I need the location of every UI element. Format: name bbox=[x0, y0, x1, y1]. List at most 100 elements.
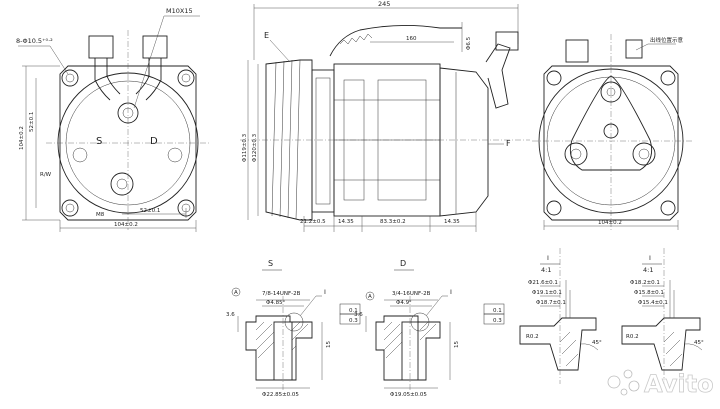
section-s-dim-side: 15 bbox=[326, 341, 332, 348]
rear-view: 104±0.2 出线位置示意 bbox=[532, 34, 692, 230]
side-view: 245 E F Φ119±0.3 Φ120±0.3 21.2±0.5 14.35… bbox=[240, 0, 530, 232]
section-s-depth: 3.6 bbox=[226, 312, 235, 318]
leader-e bbox=[269, 39, 291, 63]
cable-shield bbox=[339, 33, 373, 45]
rear-fitting bbox=[485, 43, 511, 109]
rear-housing bbox=[439, 67, 489, 217]
watermark-dot bbox=[607, 375, 621, 389]
small-note: R/W bbox=[40, 172, 52, 178]
section-s-thread: 7/8-14UNF-2B bbox=[262, 291, 301, 297]
watermark-dot bbox=[628, 380, 640, 392]
detail-2-hatch bbox=[663, 331, 683, 367]
callout-leader bbox=[299, 295, 322, 317]
section-s-dim-top: Φ4.85⁰ bbox=[266, 299, 286, 306]
section-s-title: S bbox=[268, 259, 273, 268]
detail-1-d2: Φ19.1±0.1 bbox=[532, 290, 562, 296]
section-d-datum: A bbox=[368, 294, 372, 300]
ear-hole bbox=[660, 200, 676, 216]
port-d-label: D bbox=[150, 136, 158, 147]
fitting-neck bbox=[135, 58, 162, 101]
section-d-body bbox=[375, 315, 441, 381]
tolerance-frame bbox=[339, 313, 361, 325]
section-s-tol-b: 0.3 bbox=[349, 318, 358, 324]
section-d-tol-a: 0.1 bbox=[493, 308, 502, 314]
angle-arc bbox=[579, 343, 599, 351]
detail-2-scale: 4:1 bbox=[643, 266, 653, 274]
section-d-hatch bbox=[383, 321, 437, 359]
section-d-dim-bottom: Φ19.05±0.05 bbox=[390, 392, 427, 398]
section-s-dim-bottom: Φ22.85±0.05 bbox=[262, 392, 299, 398]
ear-hole bbox=[177, 69, 195, 87]
small-note: M8 bbox=[96, 212, 105, 218]
section-e-label: E bbox=[264, 31, 269, 40]
pulley-grooves bbox=[271, 59, 301, 220]
leader-thread bbox=[133, 15, 200, 109]
port-s-label: S bbox=[96, 136, 102, 147]
detail-1-radius: R0.2 bbox=[526, 334, 539, 340]
detail-2-profile bbox=[621, 317, 701, 371]
rear-boss bbox=[632, 142, 656, 166]
clutch-body bbox=[311, 69, 335, 213]
section-s: S 7/8-14UNF-2B Φ4.85⁰ I 0.1 0.3 A 3.6 Φ2… bbox=[226, 259, 361, 398]
cable-end: Φ6.5 bbox=[466, 36, 472, 50]
angle-arc bbox=[683, 343, 703, 351]
dim-21-2: 21.2±0.5 bbox=[300, 219, 326, 225]
rear-fitting-nut bbox=[495, 31, 519, 51]
section-d-depth: 3.6 bbox=[354, 312, 363, 318]
rear-fitting-top bbox=[625, 39, 643, 59]
rear-boss-inner bbox=[638, 148, 650, 160]
detail-2-radius: R0.2 bbox=[626, 334, 639, 340]
rear-flange bbox=[543, 65, 679, 221]
dim-104-vertical: 104±0.2 bbox=[19, 126, 25, 150]
rear-label-note: 出线位置示意 bbox=[650, 36, 684, 44]
section-d-dim-side: 15 bbox=[454, 341, 460, 348]
dim-83-3: 83.3±0.2 bbox=[380, 219, 406, 225]
side-port bbox=[72, 147, 88, 163]
fitting-left bbox=[88, 35, 114, 59]
rear-boss-inner bbox=[606, 87, 616, 97]
detail-1: I 4:1 Φ21.6±0.1 Φ19.1±0.1 Φ18.7±0.1 45° … bbox=[519, 248, 602, 384]
bottom-port bbox=[110, 172, 134, 196]
detail-circle bbox=[410, 312, 430, 332]
detail-2-d2: Φ15.8±0.1 bbox=[634, 290, 664, 296]
detail-2-title: I bbox=[649, 254, 651, 262]
section-d-dim-top: Φ4.9⁰ bbox=[396, 299, 412, 306]
dim-52-horizontal: 52±0.1 bbox=[140, 208, 160, 214]
ear-hole-inner bbox=[65, 73, 75, 83]
ear-hole-inner bbox=[181, 73, 191, 83]
detail-1-angle: 45° bbox=[592, 340, 602, 346]
section-s-datum: A bbox=[234, 290, 238, 296]
dim-104-horizontal: 104±0.2 bbox=[114, 222, 138, 228]
hole-label: 8-Φ10.5⁺⁰·² bbox=[16, 37, 53, 45]
section-d-callout: I bbox=[450, 288, 452, 296]
detail-1-profile bbox=[519, 317, 597, 371]
detail-1-scale: 4:1 bbox=[541, 266, 551, 274]
rear-fitting-top bbox=[565, 39, 589, 63]
dim-52-vertical: 52±0.1 bbox=[29, 112, 35, 132]
dim-phi-pulley: Φ119±0.3 bbox=[242, 133, 248, 162]
leader-hole bbox=[18, 45, 69, 75]
datum-circle bbox=[231, 287, 241, 297]
detail-2-d1: Φ18.2±0.1 bbox=[630, 280, 660, 286]
datum-circle bbox=[365, 291, 375, 301]
front-view: M10X15 8-Φ10.5⁺⁰·² 52±0.1 104±0.2 52±0.1… bbox=[16, 7, 210, 232]
overall-length: 245 bbox=[378, 0, 390, 8]
section-d-tol-b: 0.3 bbox=[493, 318, 502, 324]
rear-boss-inner bbox=[570, 148, 582, 160]
watermark-text: Avito bbox=[644, 370, 714, 398]
callout-leader bbox=[425, 295, 448, 317]
avito-watermark: Avito bbox=[607, 369, 714, 398]
detail-1-d3: Φ18.7±0.1 bbox=[536, 300, 566, 306]
clutch-inner bbox=[315, 77, 331, 205]
section-d: D 3/4-16UNF-2B Φ4.9⁰ I 0.1 0.3 A 3.6 Φ19… bbox=[354, 259, 505, 398]
ear-hole bbox=[660, 70, 676, 86]
ear-hole bbox=[61, 199, 79, 217]
section-s-tol-a: 0.1 bbox=[349, 308, 358, 314]
dim-14-35-a: 14.35 bbox=[338, 219, 354, 225]
side-port bbox=[167, 147, 183, 163]
watermark-dot bbox=[623, 369, 633, 379]
tolerance-frame bbox=[483, 313, 505, 325]
dim-phi-body: Φ120±0.3 bbox=[252, 133, 258, 162]
detail-2-angle: 45° bbox=[694, 340, 704, 346]
front-flange bbox=[59, 65, 197, 221]
